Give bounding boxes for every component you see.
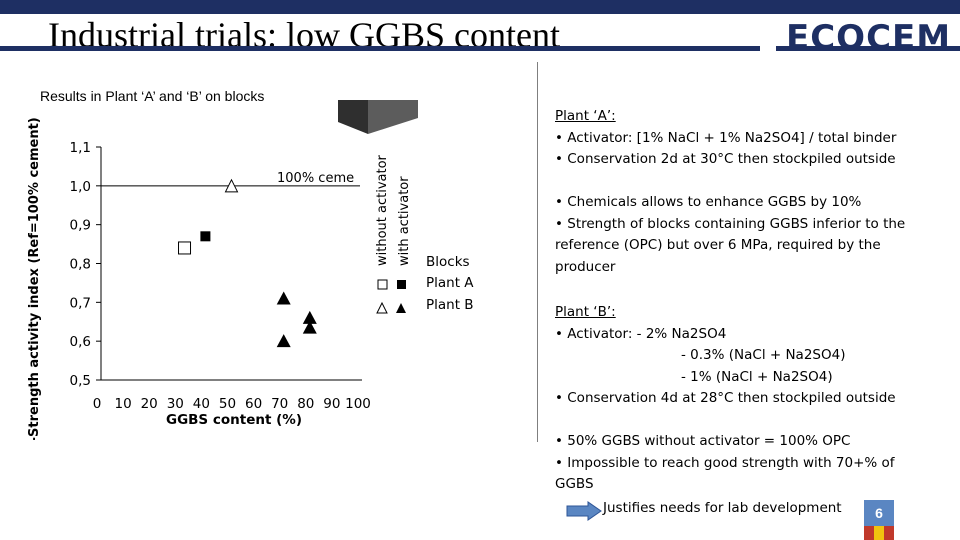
x-tick-label: 100 — [345, 396, 371, 412]
plant-a-block: Plant ‘A’: • Activator: [1% NaCl + 1% Na… — [555, 106, 896, 171]
point-plant-b-with-activator — [302, 310, 317, 324]
bullet-50-percent: • 50% GGBS without activator = 100% OPC — [555, 433, 851, 449]
y-axis-label: 14d-Strength activity index (Ref=100% ce… — [27, 117, 42, 440]
plant-b-activator-3: - 1% (NaCl + Na2SO4) — [681, 368, 833, 385]
x-tick-label: 50 — [219, 396, 236, 412]
x-tick-label: 60 — [245, 396, 262, 412]
point-plant-b-with-activator — [276, 291, 291, 305]
plant-a-activator: • Activator: [1% NaCl + 1% Na2SO4] / tot… — [555, 129, 897, 146]
plant-b-heading: Plant ‘B’: — [555, 304, 616, 320]
bullet-impossible-line-2: GGBS — [555, 476, 594, 492]
y-tick-label: 0,9 — [70, 218, 91, 234]
top-band — [0, 0, 960, 14]
logo-rule — [776, 46, 960, 51]
ecocem-logo: ECOCEM — [786, 18, 952, 58]
plant-b-conservation: • Conservation 4d at 28°C then stockpile… — [555, 390, 896, 406]
plant-b-activator-2: - 0.3% (NaCl + Na2SO4) — [681, 347, 846, 363]
legend-marker-plant-b-open — [376, 301, 388, 314]
bullet-impossible-line-1: • Impossible to reach good strength with… — [555, 454, 895, 471]
point-plant-b-without-activator — [224, 178, 239, 193]
concrete-block-icon — [338, 100, 418, 134]
point-plant-b-with-activator — [276, 334, 291, 348]
plant-a-heading: Plant ‘A’: — [555, 108, 616, 124]
legend-plant-a: Plant A — [426, 275, 474, 291]
y-tick-label: 0,7 — [70, 295, 91, 311]
page-number: 6 — [864, 500, 894, 526]
legend-marker-plant-b-filled — [396, 303, 406, 313]
legend-without-activator: without activator — [375, 154, 390, 266]
x-tick-label: 70 — [271, 396, 288, 412]
point-plant-a-without-activator — [178, 241, 192, 255]
x-tick-label: 0 — [93, 396, 102, 412]
plant-a-conservation: • Conservation 2d at 30°C then stockpile… — [555, 151, 896, 167]
y-tick-label: 0,5 — [70, 373, 91, 389]
justifies-text: Justifies needs for lab development — [603, 500, 842, 516]
plant-b-block: Plant ‘B’: • Activator: - 2% Na2SO4 - 0.… — [555, 302, 896, 410]
x-tick-group: 0 10 20 30 40 50 60 70 80 90 100 — [93, 396, 371, 412]
point-plant-a-with-activator — [200, 231, 211, 242]
y-tick-label: 1,1 — [70, 140, 91, 156]
plant-b-activator-1: • Activator: - 2% Na2SO4 — [555, 325, 727, 342]
legend-marker-plant-a-open — [377, 279, 388, 290]
scatter-chart: 0,5 0,6 0,7 0,8 0,9 1,0 1,1 0 10 20 30 40 50 60 70 80 9… — [27, 100, 474, 440]
x-axis-label: GGBS content (%) — [166, 412, 302, 428]
bullet-chemicals: • Chemicals allows to enhance GGBS by 10… — [555, 194, 862, 210]
legend-with-activator: with activator — [397, 176, 412, 266]
legend-plant-b: Plant B — [426, 297, 474, 313]
y-tick-group: 0,5 0,6 0,7 0,8 0,9 1,0 1,1 — [70, 140, 101, 389]
title-rule — [0, 46, 760, 51]
x-tick-label: 80 — [297, 396, 314, 412]
y-tick-label: 0,6 — [70, 334, 91, 350]
data-points — [178, 178, 317, 348]
x-tick-label: 40 — [193, 396, 210, 412]
summary-block: • 50% GGBS without activator = 100% OPC … — [555, 431, 895, 496]
x-tick-label: 90 — [323, 396, 340, 412]
point-plant-b-with-activator — [302, 320, 317, 334]
y-tick-label: 0,8 — [70, 257, 91, 273]
bullet-strength-line-3: producer — [555, 258, 616, 275]
column-divider — [537, 62, 538, 442]
legend-blocks: Blocks — [426, 254, 470, 270]
bullet-strength-line-2: reference (OPC) but over 6 MPa, required… — [555, 237, 881, 253]
x-tick-label: 30 — [167, 396, 184, 412]
legend-marker-plant-a-filled — [397, 280, 406, 289]
right-arrow-icon — [566, 501, 602, 521]
chemicals-block: • Chemicals allows to enhance GGBS by 10… — [555, 192, 905, 278]
x-tick-label: 20 — [141, 396, 158, 412]
results-title: Results in Plant ‘A’ and ‘B’ on blocks — [40, 88, 265, 104]
flag-icon — [864, 526, 894, 540]
bullet-strength-line-1: • Strength of blocks containing GGBS inf… — [555, 215, 906, 232]
reference-line-label: 100% ceme — [277, 171, 354, 186]
x-tick-label: 10 — [115, 396, 132, 412]
y-tick-label: 1,0 — [70, 179, 91, 195]
